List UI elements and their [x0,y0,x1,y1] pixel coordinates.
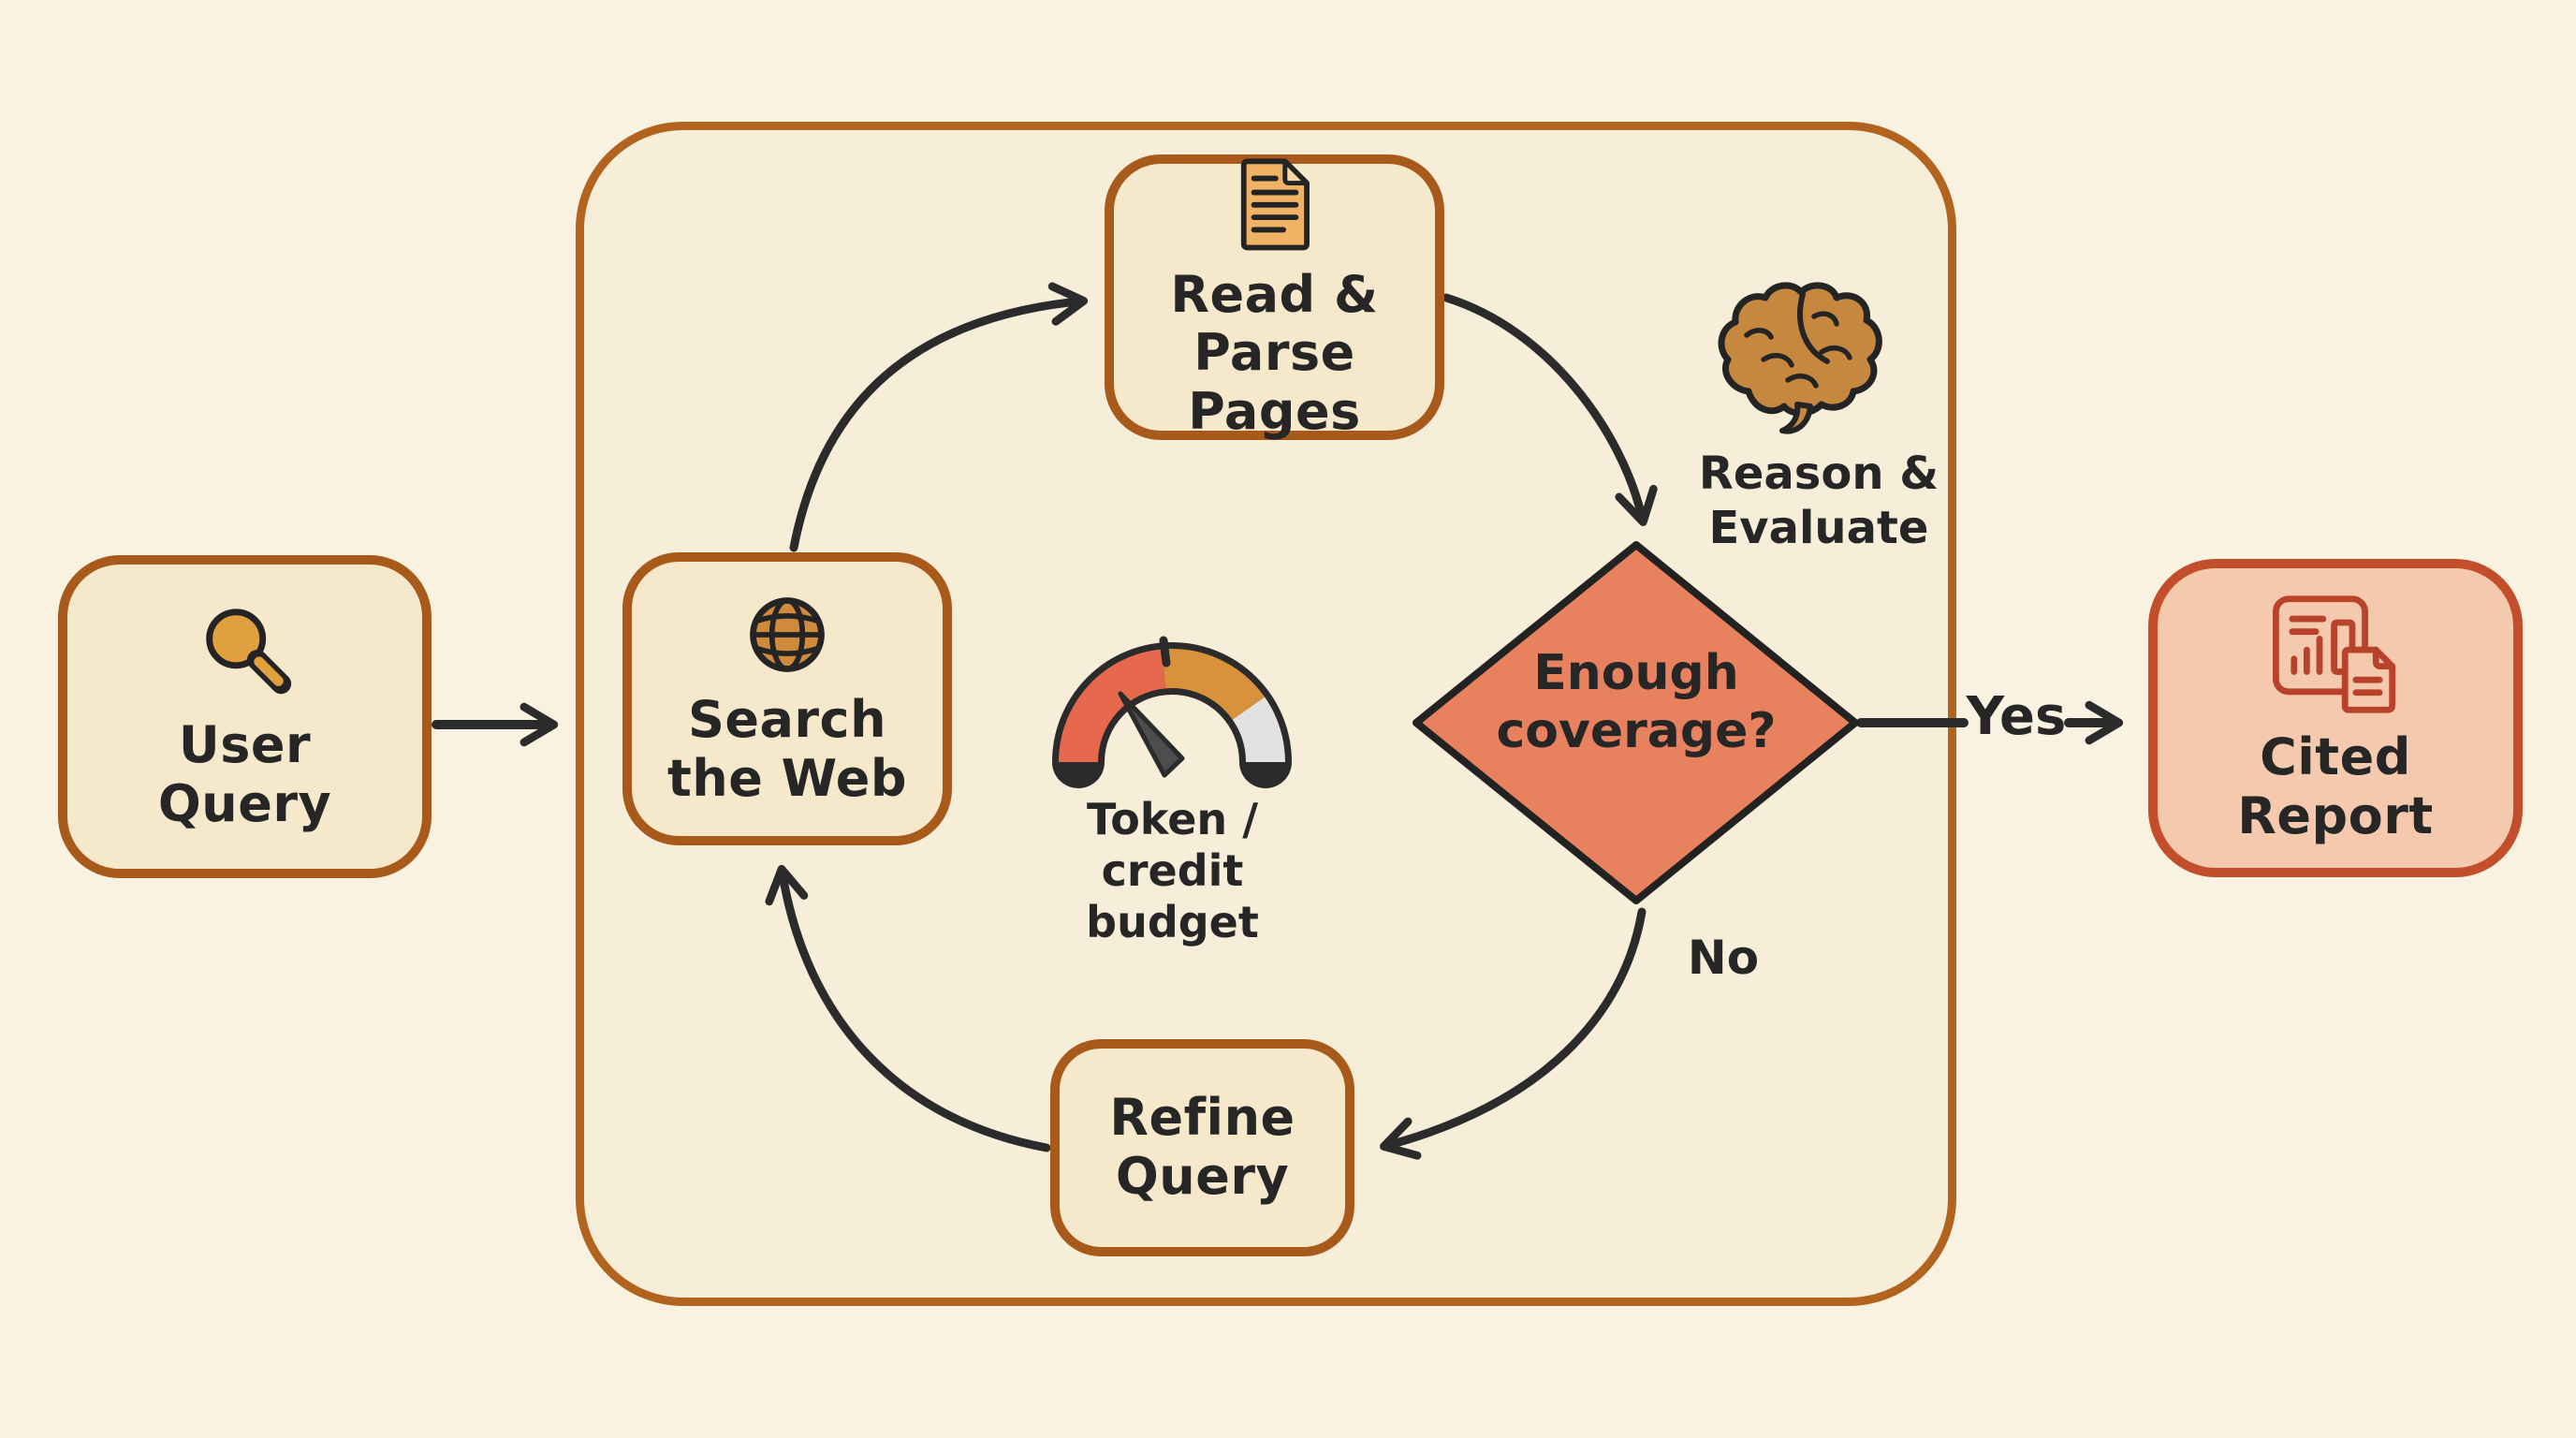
node-label: Read & Parse Pages [1170,264,1379,441]
budget-label: Token / credit budget [1086,794,1259,948]
edge-label-no: No [1687,931,1760,985]
node-label: Refine Query [1109,1088,1295,1206]
node-read-parse: Read & Parse Pages [1105,154,1444,441]
node-label: User Query [157,714,332,833]
reason-evaluate-label: Reason & Evaluate [1698,448,1939,554]
node-cited-report: Cited Report [2148,559,2523,877]
node-user-query: User Query [58,555,432,878]
report-icon [2264,590,2407,717]
node-search-web: Search the Web [622,552,952,845]
brain-icon [1711,281,1898,440]
globe-icon [742,590,832,680]
decision-label: Enough coverage? [1496,645,1777,760]
search-icon [190,600,300,705]
node-label: Cited Report [2237,727,2434,845]
node-refine-query: Refine Query [1050,1039,1354,1256]
edge-label-yes: Yes [1966,686,2067,747]
node-label: Search the Web [666,689,908,808]
document-icon [1232,154,1318,255]
